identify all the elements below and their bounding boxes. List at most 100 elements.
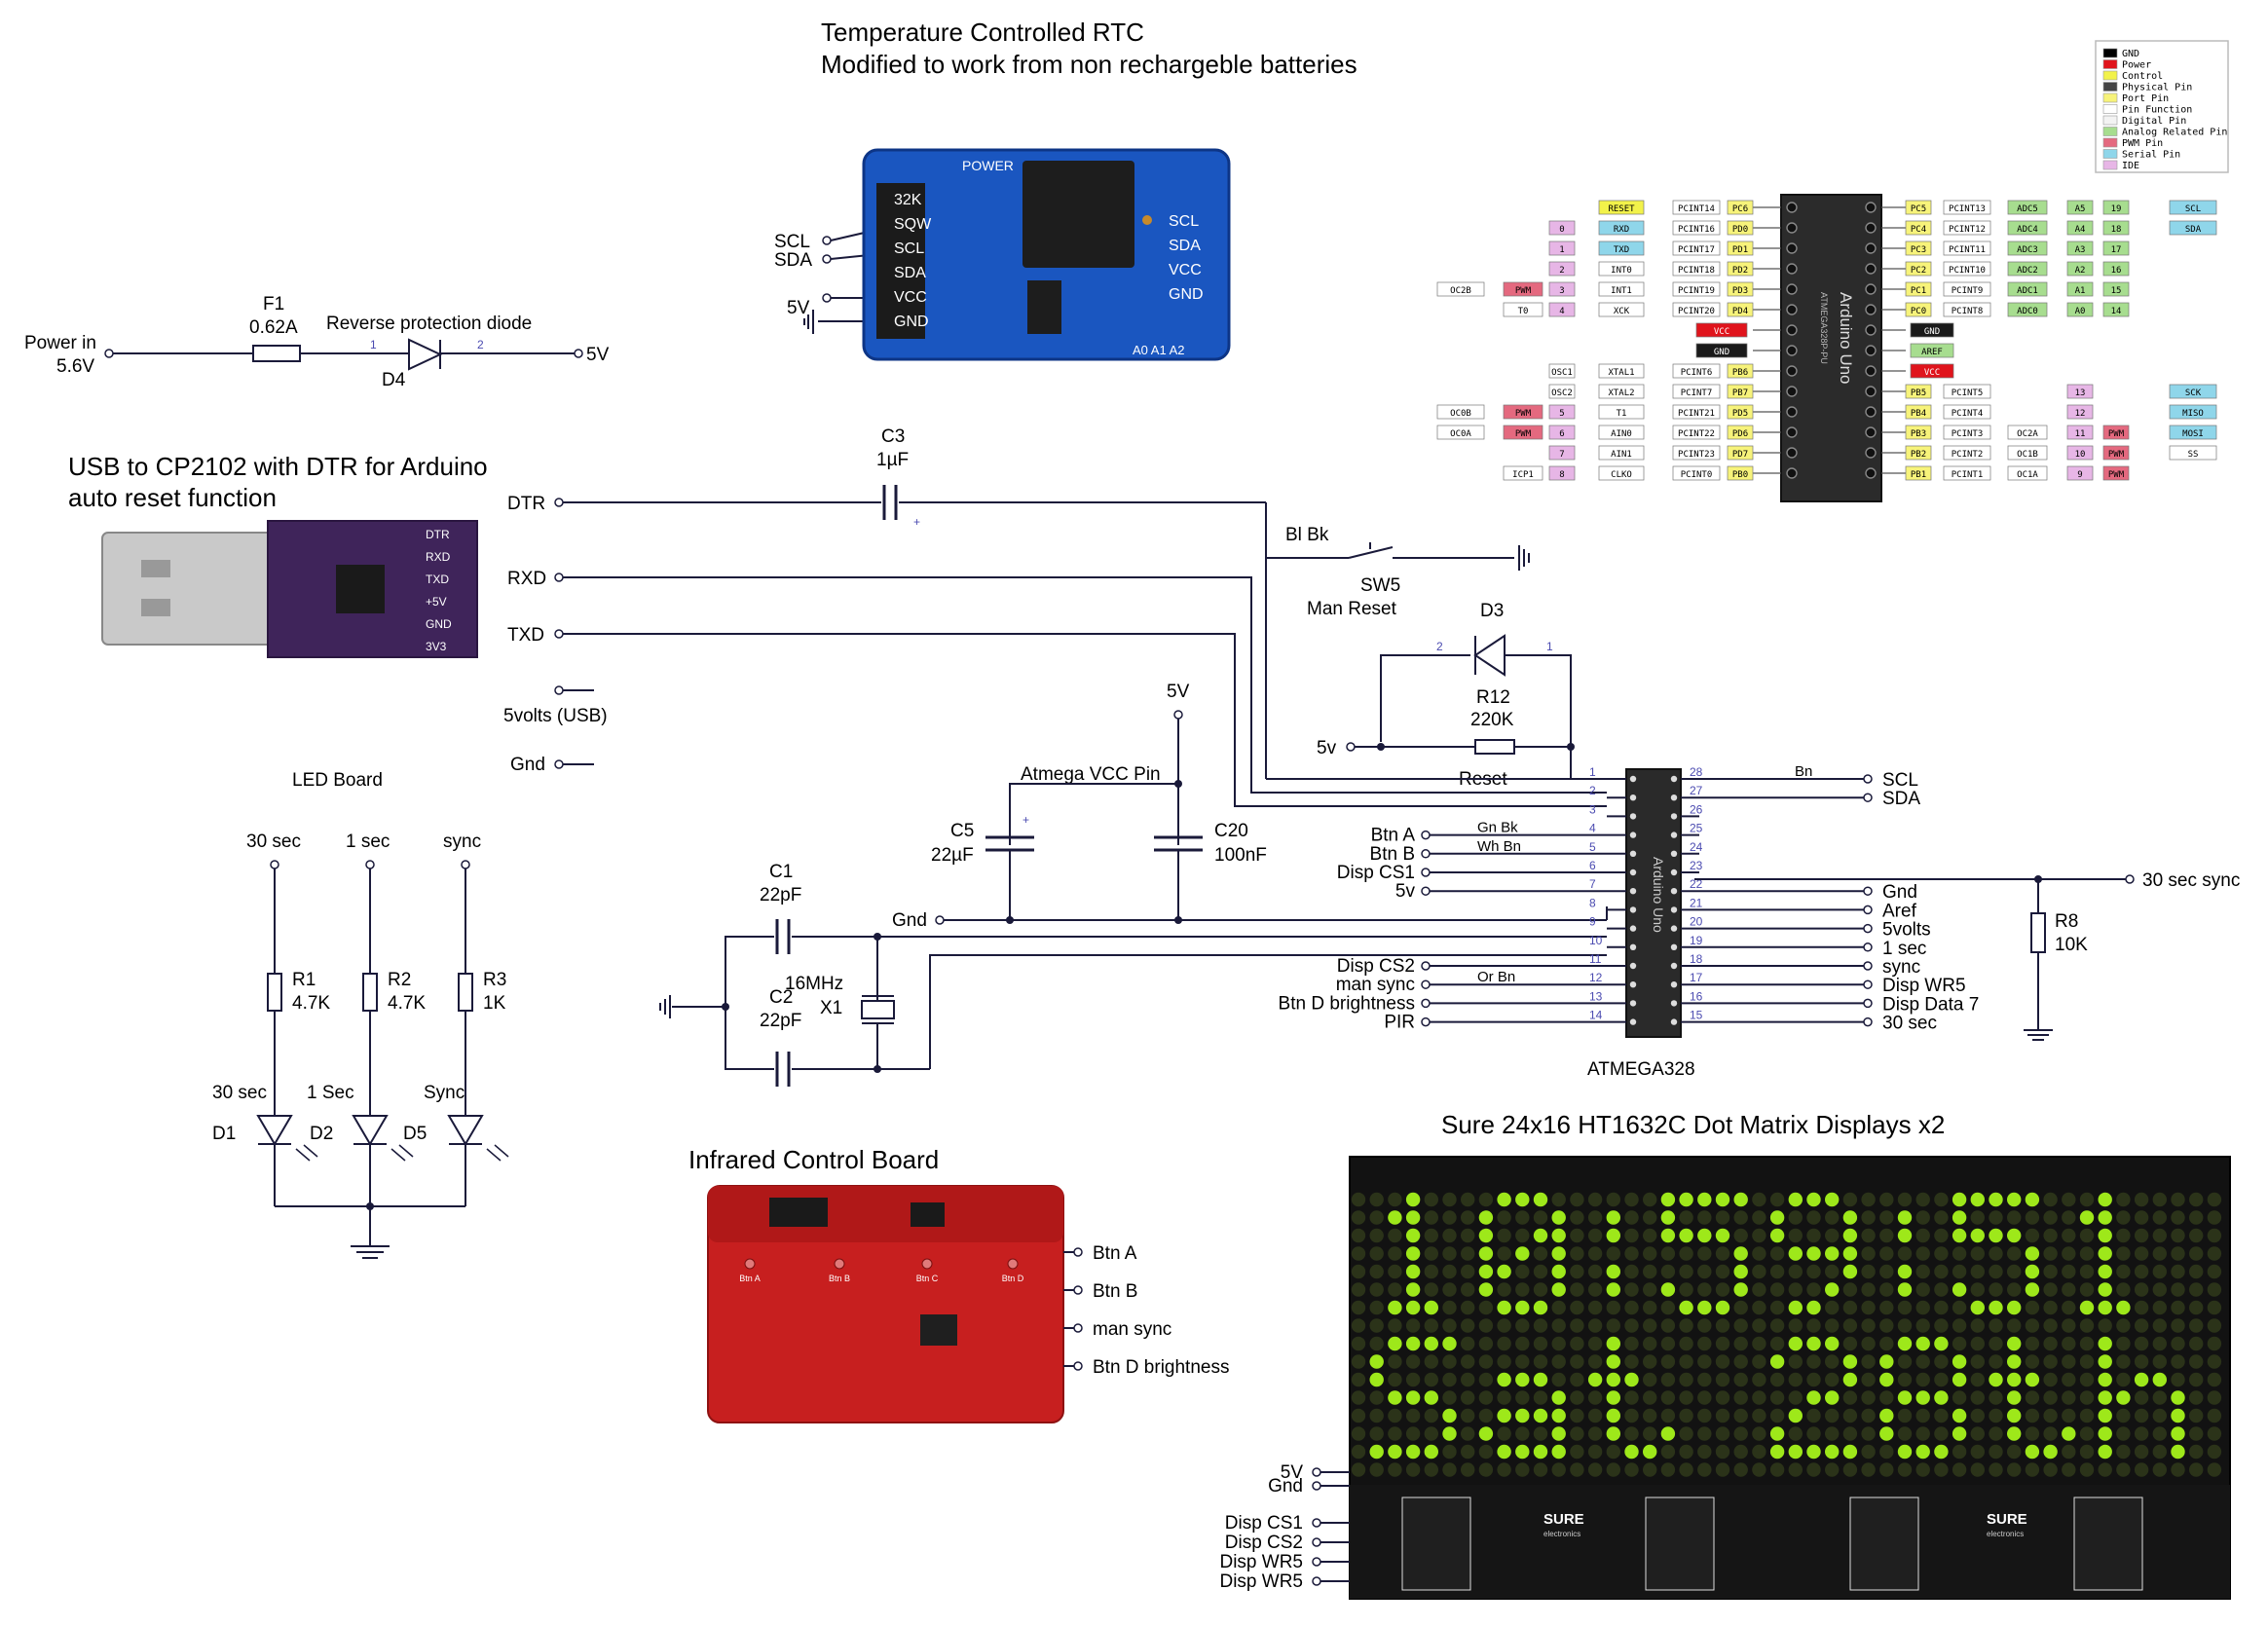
pinout-cell-label: PWM [2108, 429, 2125, 439]
ir-button[interactable] [921, 1258, 933, 1270]
svg-text:DTR: DTR [426, 528, 450, 541]
pinout-cell-label: PCINT0 [1681, 470, 1713, 480]
pinout-cell [1910, 322, 1954, 338]
ir-button-label: Btn B [829, 1274, 850, 1283]
svg-text:GND: GND [426, 617, 452, 631]
pinout-cell-label: PCINT23 [1678, 450, 1715, 460]
mcu-pin-number: 2 [1589, 784, 1596, 797]
gnd-label: Gnd [892, 910, 927, 931]
pinout-cell-label: PC3 [1911, 245, 1926, 255]
pinout-cell [1727, 220, 1754, 236]
mcu-pin-number: 6 [1589, 859, 1596, 872]
usb-net-rxd: RXD [507, 569, 546, 589]
display-brand: SURE [1987, 1511, 2027, 1528]
pinout-cell [2102, 281, 2130, 297]
pinout-cell [2169, 445, 2217, 461]
pinout-cell [2066, 425, 2094, 440]
pinout-cell [1943, 281, 1991, 297]
pinout-cell-label: VCC [1924, 368, 1940, 378]
c1-ref: C1 [769, 862, 793, 882]
pinout-cell [2102, 220, 2130, 236]
led-resistor-ref: R3 [483, 970, 506, 990]
pinout-cell-label: 10 [2075, 450, 2086, 460]
pinout-cell [1598, 220, 1645, 236]
mcu-pin-right [1670, 962, 1678, 970]
led-net-label: 30 sec [246, 831, 301, 852]
pinout-cell [2066, 445, 2094, 461]
pinout-cell [1905, 425, 1932, 440]
pinout-cell-label: TXD [1614, 245, 1629, 255]
pinout-cell [1672, 425, 1721, 440]
pinout-cell-label: MISO [2182, 409, 2204, 419]
pinout-cell [1548, 281, 1576, 297]
pinout-cell [1548, 220, 1576, 236]
cp2102-chip [336, 565, 385, 613]
pinout-pin [1865, 447, 1877, 459]
pinout-cell [1943, 465, 1991, 481]
pinout-cell-label: A5 [2075, 204, 2086, 214]
mcu-pin-right [1670, 813, 1678, 820]
pinout-cell [1672, 220, 1721, 236]
mcu-pin-number: 11 [1589, 952, 1602, 966]
svg-text:+: + [1022, 813, 1029, 827]
mcu-left-net-label: Disp CS1 [1337, 863, 1415, 883]
fuse-ref: F1 [263, 294, 284, 314]
pinout-pin [1786, 426, 1798, 438]
pinout-cell-label: PB7 [1732, 388, 1748, 398]
resistor-r8 [2030, 912, 2046, 953]
svg-text:2: 2 [477, 338, 484, 351]
vcc-pin-label: Atmega VCC Pin [1021, 764, 1161, 785]
legend-label: IDE [2122, 161, 2139, 171]
pinout-cell [2007, 425, 2048, 440]
led-resistor-ref: R1 [292, 970, 316, 990]
pinout-cell-label: PCINT3 [1952, 429, 1984, 439]
pinout-cell [1503, 425, 1543, 440]
mcu-pin-number: 8 [1589, 896, 1596, 909]
pinout-cell-label: PD6 [1732, 429, 1748, 439]
mcu-right-net-label: 30 sec [1882, 1014, 1937, 1034]
ir-net-label: Btn D brightness [1093, 1357, 1229, 1378]
pinout-cell-label: ADC1 [2017, 286, 2038, 296]
pinout-cell-label: 19 [2111, 204, 2122, 214]
legend-swatch [2102, 48, 2118, 58]
legend-label: Physical Pin [2122, 83, 2192, 93]
pinout-cell-label: 17 [2111, 245, 2122, 255]
svg-text:GND: GND [894, 314, 929, 330]
pinout-cell [1905, 465, 1932, 481]
mcu-pin-number: 4 [1589, 822, 1596, 835]
ir-button[interactable] [744, 1258, 756, 1270]
mcu-pin-right [1670, 943, 1678, 950]
pinout-cell-label: SS [2188, 450, 2199, 460]
pinout-cell-label: 18 [2111, 225, 2122, 235]
sync-net-label: 30 sec sync [2142, 870, 2240, 891]
c20-ref: C20 [1214, 821, 1248, 841]
pinout-pin [1786, 324, 1798, 336]
pinout-pin [1865, 345, 1877, 356]
pinout-cell-label: PCINT7 [1681, 388, 1713, 398]
led-label: Sync [424, 1083, 465, 1103]
ir-button[interactable] [834, 1258, 845, 1270]
mcu-pin-right [1670, 831, 1678, 838]
pinout-cell-label: 12 [2075, 409, 2086, 419]
mcu-pin-number: 3 [1589, 802, 1596, 816]
c2-value: 22pF [760, 1011, 801, 1031]
mcu-right-net-label: SDA [1882, 789, 1920, 809]
pinout-cell [1672, 240, 1721, 256]
pinout-cell [1727, 240, 1754, 256]
led-board-title: LED Board [292, 770, 383, 791]
usb-net-txd: TXD [507, 625, 544, 646]
x1-ref: X1 [820, 998, 842, 1018]
pinout-cell [1672, 404, 1721, 420]
power-in-voltage: 5.6V [56, 356, 94, 377]
legend-label: Port Pin [2122, 93, 2169, 104]
pinout-cell-label: ADC0 [2017, 307, 2038, 316]
ir-button[interactable] [1007, 1258, 1019, 1270]
pinout-cell-label: PD1 [1732, 245, 1748, 255]
mcu-chip-body [1625, 768, 1682, 1038]
mcu-left-net-label: Btn D brightness [1279, 993, 1415, 1014]
pinout-chip [1780, 194, 1882, 502]
pinout-cell-label: PCINT11 [1949, 245, 1986, 255]
legend-swatch [2102, 59, 2118, 69]
pinout-cell [1548, 302, 1576, 317]
